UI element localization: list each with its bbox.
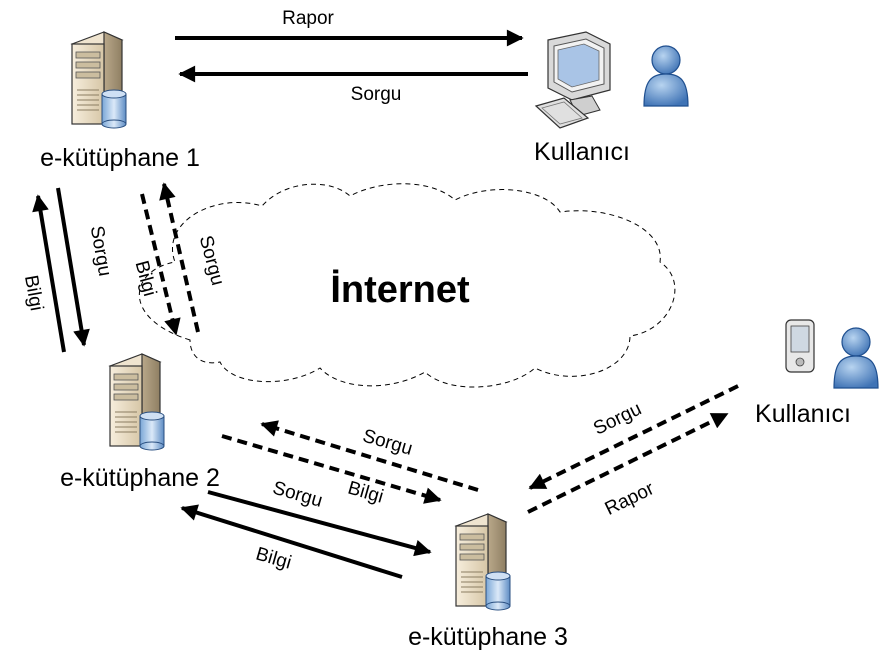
node-label-lib3: e-kütüphane 3 <box>408 623 568 651</box>
arrow-query-lib2-to-lib3 <box>207 490 432 557</box>
desktop-computer-icon <box>535 31 611 129</box>
label-report-top: Rapor <box>282 8 334 29</box>
label-info-lib2-lib1-internet: Bilgi <box>131 259 161 299</box>
arrow-report-lib3-to-mobile <box>527 412 729 514</box>
arrow-info-lib2-to-lib1-internet <box>159 182 200 333</box>
label-query-lib1-lib2: Sorgu <box>86 224 115 278</box>
arrow-info-lib2-to-lib1 <box>32 194 66 353</box>
pda-device-icon <box>785 319 815 373</box>
cloud-label: İnternet <box>330 269 470 311</box>
label-info-lib2-lib1: Bilgi <box>20 274 47 313</box>
arrow-query-lib3-to-lib2-internet <box>260 420 479 492</box>
arrow-query-mobile-to-lib3 <box>528 384 739 490</box>
label-info-lib3-lib2: Bilgi <box>253 544 293 574</box>
arrow-info-lib2-to-lib3-internet <box>221 434 442 504</box>
label-query-lib2-lib3: Sorgu <box>270 478 325 512</box>
node-label-lib2: e-kütüphane 2 <box>60 464 220 492</box>
label-report-mobile: Rapor <box>602 478 658 520</box>
internet-cloud <box>138 183 676 388</box>
label-query-top: Sorgu <box>351 84 402 105</box>
server-database-icon <box>109 353 165 451</box>
arrow-info-lib3-to-lib2 <box>180 504 403 579</box>
arrow-query-lib1-to-lib2 <box>56 187 90 347</box>
server-database-icon <box>455 513 511 611</box>
user-person-icon <box>643 45 689 107</box>
node-label-lib1: e-kütüphane 1 <box>40 144 200 172</box>
node-label-mobile-user: Kullanıcı <box>755 400 851 428</box>
server-database-icon <box>71 31 127 129</box>
arrow-query-lib1-to-lib2-internet <box>140 193 181 336</box>
label-query-mobile: Sorgu <box>590 399 645 440</box>
node-label-desktop-user: Kullanıcı <box>534 138 630 166</box>
user-person-icon <box>833 327 879 389</box>
